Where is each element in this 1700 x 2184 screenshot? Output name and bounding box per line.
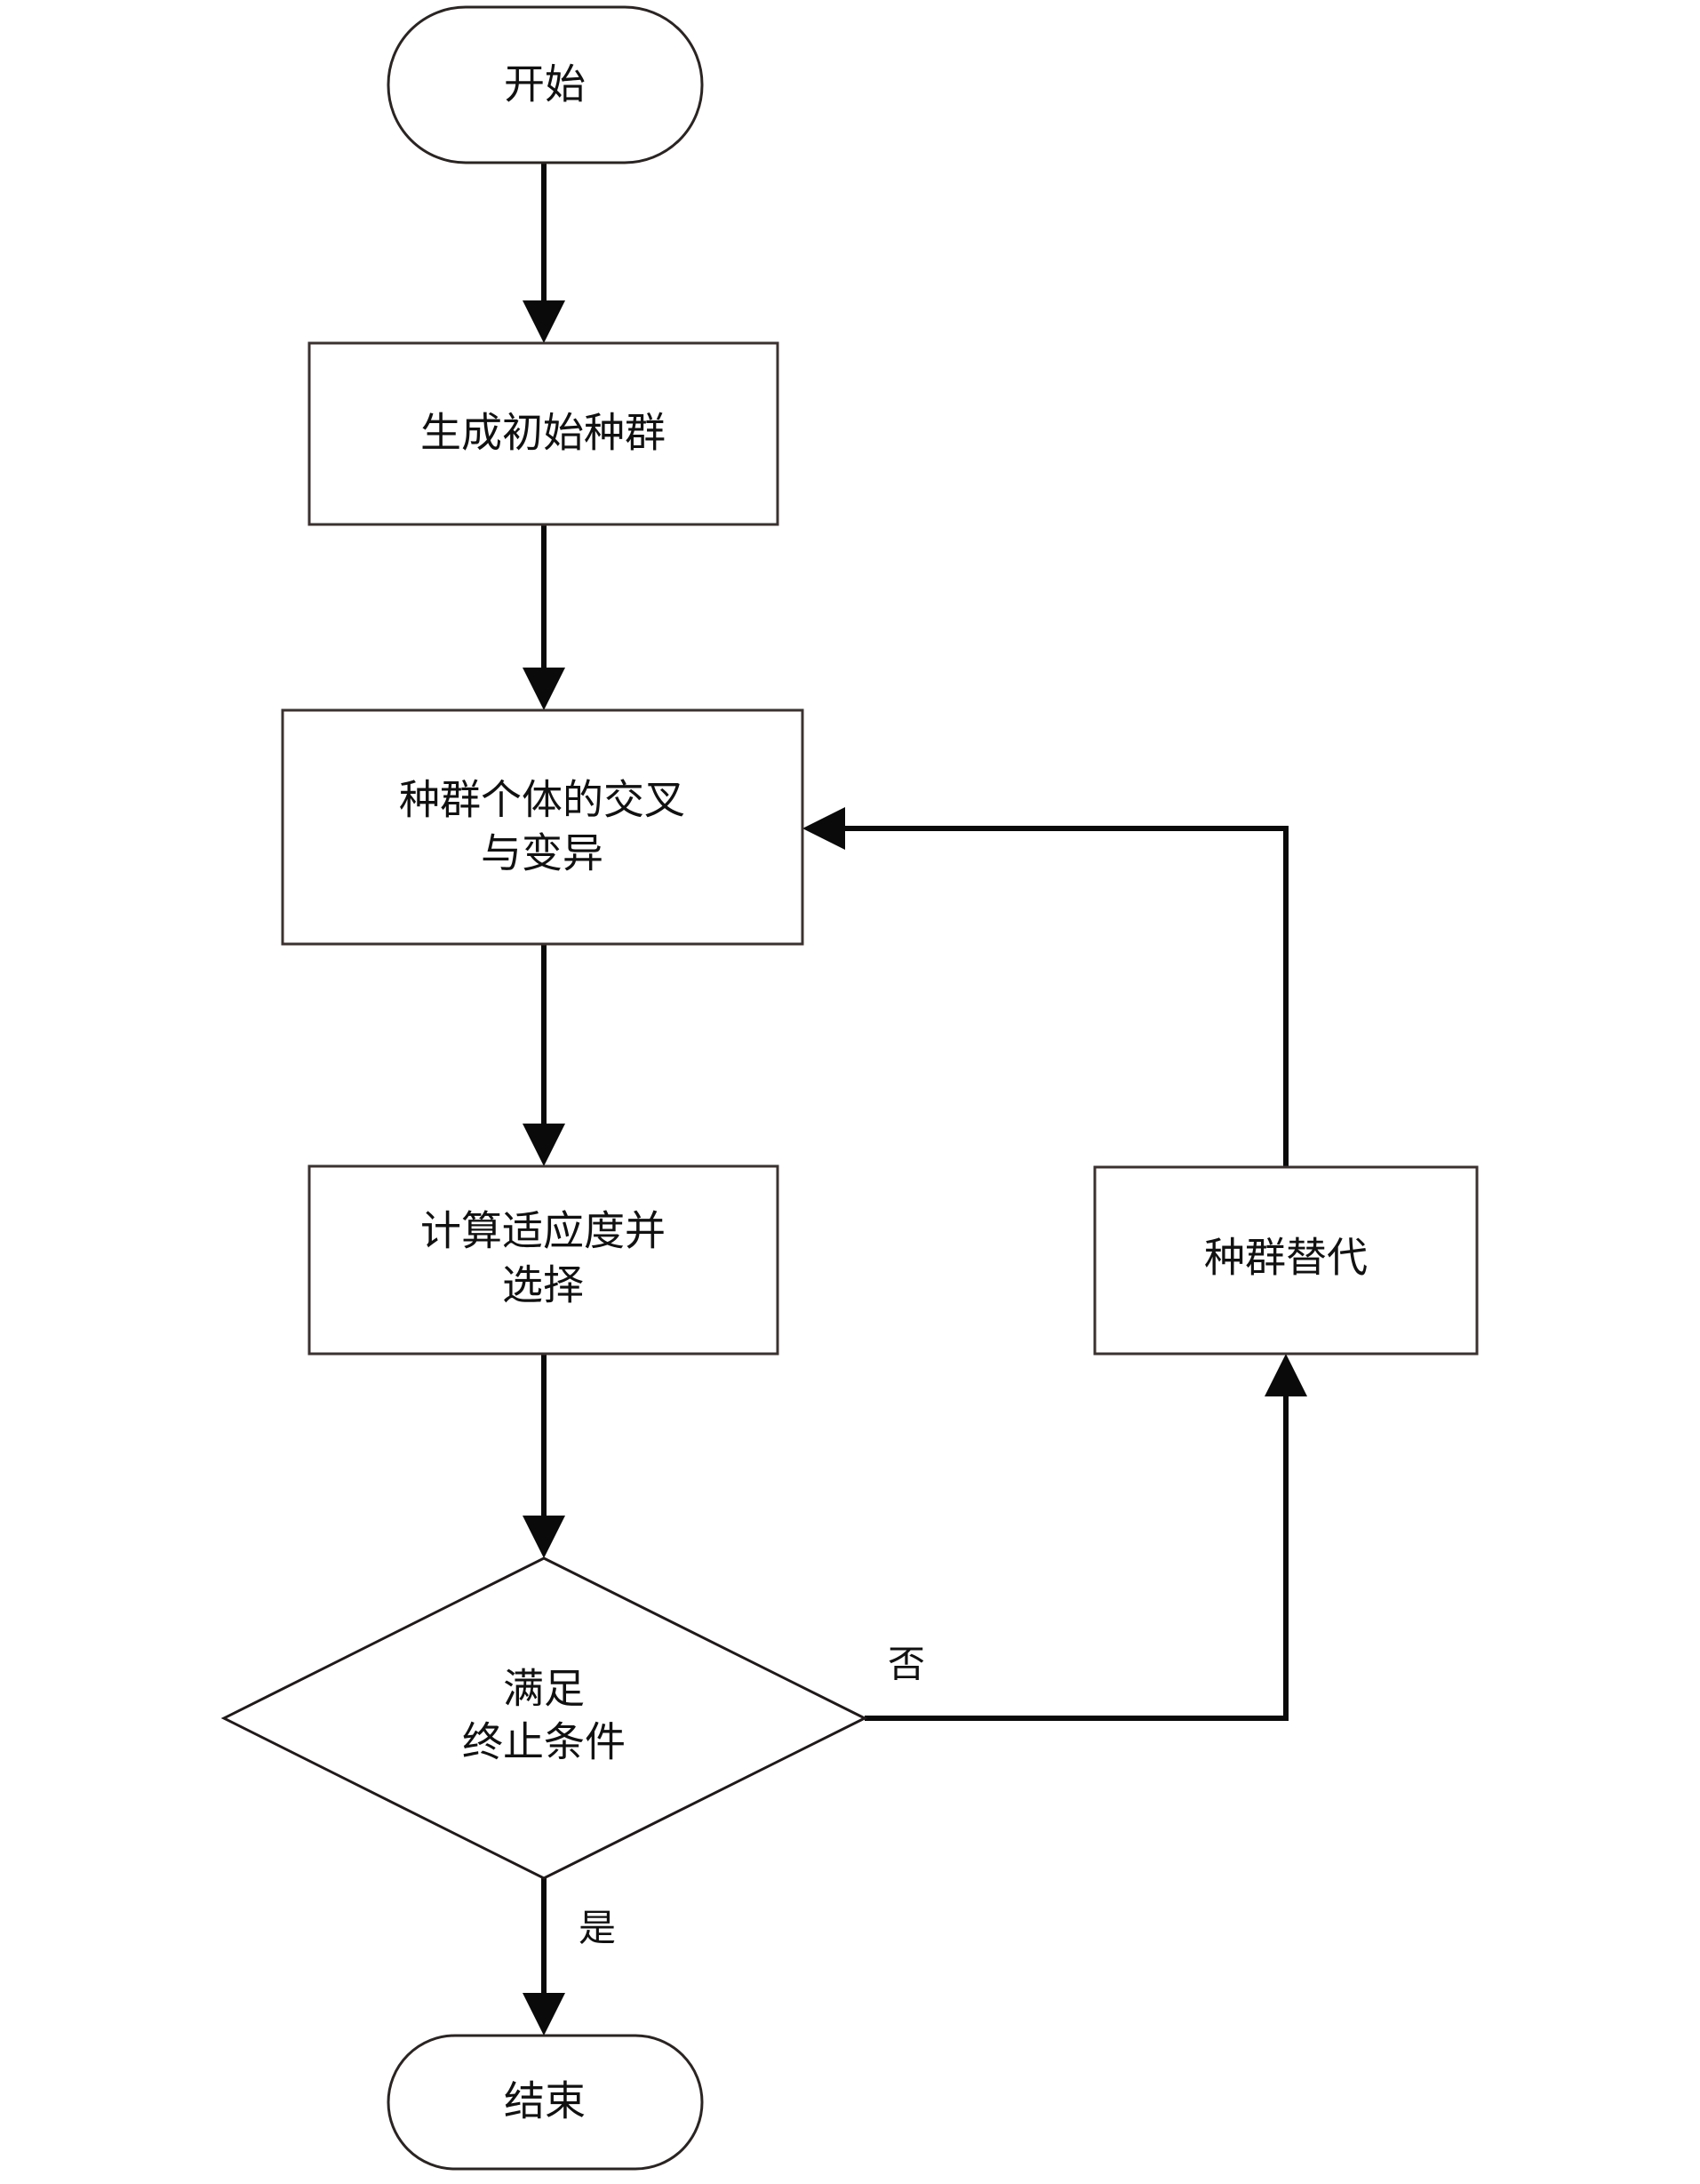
node-init-population[interactable]: 生成初始种群 <box>307 341 779 526</box>
node-crossover-mutation-label-line2: 与变异 <box>481 829 603 877</box>
arrowhead-icon <box>523 1993 565 2036</box>
node-init-population-label: 生成初始种群 <box>420 409 666 457</box>
edge-init-population-to-crossover-mutation <box>523 524 565 710</box>
arrowhead-icon <box>1265 1354 1307 1396</box>
node-crossover-mutation-label-line1: 种群个体的交叉 <box>399 776 685 824</box>
edge-termination-check-yes-to-end <box>523 1878 565 2036</box>
edge-crossover-mutation-to-fitness-select <box>523 944 565 1166</box>
edge-fitness-select-to-termination-check <box>523 1354 565 1558</box>
node-start[interactable]: 开始 <box>387 5 704 164</box>
node-termination-check[interactable]: 满足 终止条件 <box>220 1556 868 1880</box>
node-population-replace-label: 种群替代 <box>1204 1234 1368 1282</box>
node-fitness-select-label-line1: 计算适应度并 <box>420 1207 666 1255</box>
node-termination-check-label-line2: 终止条件 <box>462 1718 626 1766</box>
arrowhead-icon <box>523 668 565 710</box>
arrowhead-icon <box>523 300 565 343</box>
edge-label-no: 否 <box>888 1643 925 1686</box>
node-crossover-mutation[interactable]: 种群个体的交叉 与变异 <box>281 708 804 946</box>
edge-termination-check-no-to-population-replace <box>865 1354 1307 1721</box>
node-fitness-select-label-line2: 选择 <box>502 1261 584 1309</box>
node-fitness-select[interactable]: 计算适应度并 选择 <box>307 1164 779 1356</box>
arrowhead-icon <box>523 1516 565 1558</box>
edge-start-to-init-population <box>523 163 565 343</box>
edge-population-replace-to-crossover-mutation <box>802 807 1289 1167</box>
node-end[interactable]: 结束 <box>387 2034 704 2171</box>
node-start-label: 开始 <box>504 60 586 108</box>
node-end-label: 结束 <box>504 2077 586 2125</box>
node-population-replace[interactable]: 种群替代 <box>1093 1165 1479 1356</box>
arrowhead-icon <box>802 807 845 850</box>
arrowhead-icon <box>523 1124 565 1166</box>
node-termination-check-label-line1: 满足 <box>503 1665 585 1713</box>
edge-label-yes: 是 <box>579 1907 616 1950</box>
